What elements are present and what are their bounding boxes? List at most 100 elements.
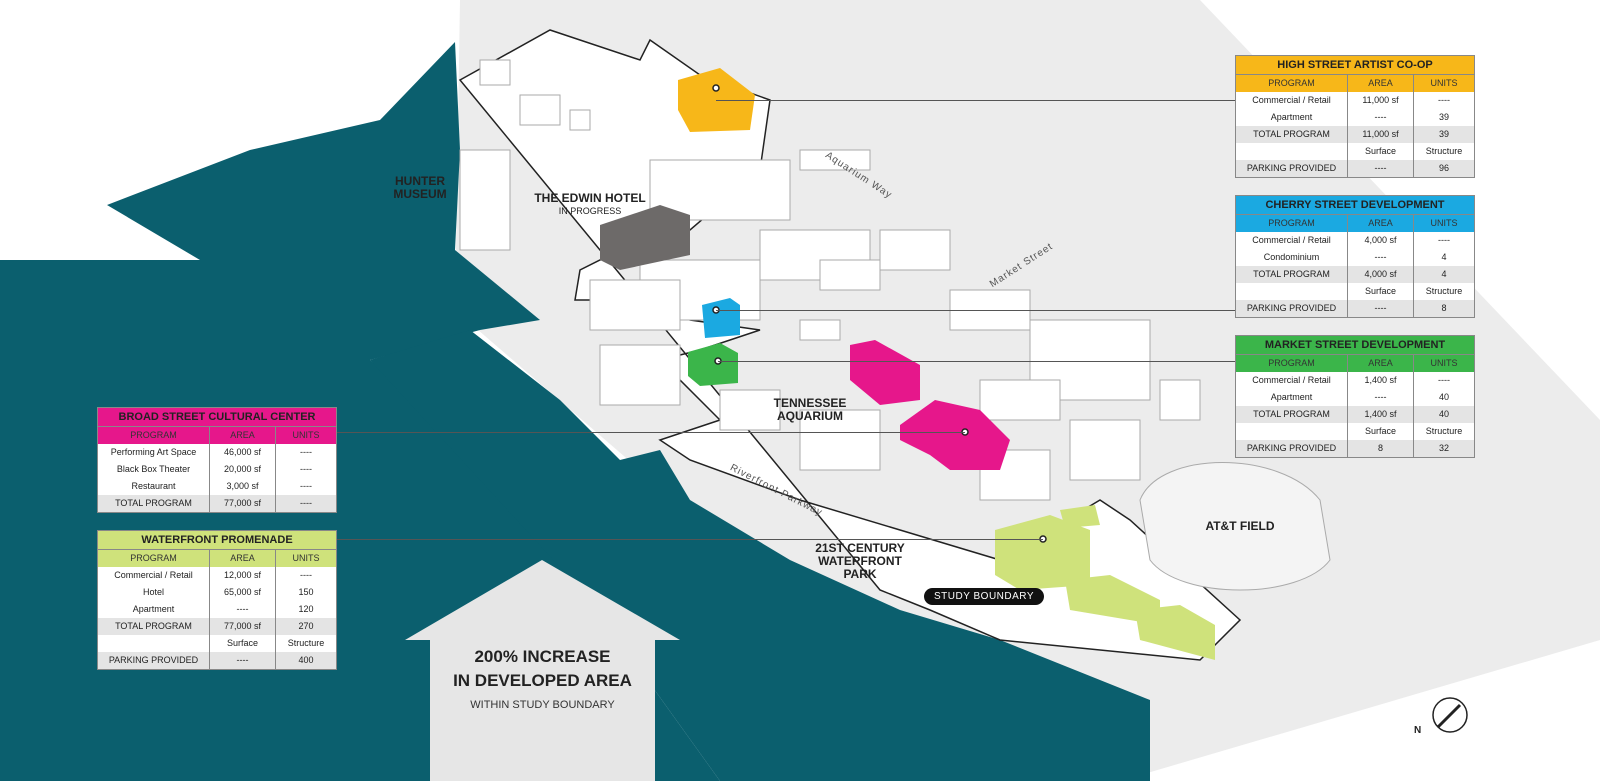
table-cell: 120 [298,604,314,614]
column-header: AREA [1348,355,1414,372]
att-field-label: AT&T FIELD [1205,519,1275,533]
column-header: AREA [1348,215,1414,232]
callout-line-broad [336,432,965,433]
table-cell: 40 [1438,409,1449,419]
table-cell: PARKING PROVIDED [1236,300,1348,317]
column-header: PROGRAM [1236,75,1348,92]
table-cell: Structure [1425,146,1463,156]
table-cell: ---- [210,601,276,618]
table-cell: ---- [300,498,312,508]
table-cell: 150 [298,587,314,597]
table-cell: Surface [1348,283,1414,300]
table-cell: 400 [298,655,314,665]
table-cell [1236,283,1348,300]
study-boundary-badge: STUDY BOUNDARY [924,588,1044,605]
table-cell: Commercial / Retail [1236,372,1348,389]
table-cell: Black Box Theater [98,461,210,478]
table-cell: Apartment [1236,389,1348,406]
table-cell: Surface [1348,423,1414,440]
table-cell [1236,143,1348,160]
table-cell: 40 [1438,392,1449,402]
table-cell: 12,000 sf [210,567,276,584]
broad-street-building-b [900,400,1010,470]
table-cell: 3,000 sf [210,478,276,495]
table-title: CHERRY STREET DEVELOPMENT [1236,196,1474,215]
column-header: PROGRAM [1236,215,1348,232]
table-cell: 1,400 sf [1348,372,1414,389]
broad-street-building-a [850,340,920,405]
headline-line2: IN DEVELOPED AREA [453,671,632,690]
table-cell: 270 [298,621,314,631]
table-title: BROAD STREET CULTURAL CENTER [98,408,336,427]
waterfront-building-a [995,515,1090,590]
table-cell: 4,000 sf [1348,266,1414,283]
column-header: UNITS [1430,218,1458,228]
table-cell: ---- [300,481,312,491]
cherry-street-building [702,298,740,338]
table-cell: Structure [287,638,325,648]
table-cell: ---- [1348,249,1414,266]
table-cell: 39 [1438,129,1449,139]
table-cell: ---- [1438,235,1450,245]
table-cell: Commercial / Retail [1236,232,1348,249]
column-header: PROGRAM [1236,355,1348,372]
table-cell: 4,000 sf [1348,232,1414,249]
att-field-stadium [1139,462,1331,591]
table-cell: Commercial / Retail [1236,92,1348,109]
table-cell: 4 [1441,252,1447,262]
table-cell: ---- [1348,109,1414,126]
river-south [370,330,1150,781]
edwin-hotel-building [600,205,690,270]
table-cell: 8 [1348,440,1414,457]
increase-arrow-shape [405,560,680,781]
aquarium-label: TENNESSEE AQUARIUM [773,396,847,423]
table-row: Apartment----39 [1236,109,1474,126]
callout-line-high-street [716,100,1235,101]
table-row: Condominium----4 [1236,249,1474,266]
table-row: PARKING PROVIDED----8 [1236,300,1474,317]
waterfront-building-c [1135,605,1215,660]
table-cell: ---- [1348,389,1414,406]
column-header: AREA [210,427,276,444]
table-cell: ---- [1348,300,1414,317]
table-cell: 32 [1438,443,1449,453]
column-header: AREA [1348,75,1414,92]
table-cell: ---- [1438,375,1450,385]
table-row: PARKING PROVIDED----96 [1236,160,1474,177]
table-cell: Restaurant [98,478,210,495]
market-street-building [688,343,738,386]
table-cell: ---- [300,570,312,580]
table-cell: Structure [1425,286,1463,296]
table-cell: Hotel [98,584,210,601]
waterfront-building-d [1060,505,1100,528]
table-row: PARKING PROVIDED----400 [98,652,336,669]
headline-line1: 200% INCREASE [474,647,611,666]
table-cell: ---- [300,464,312,474]
table-cell: 1,400 sf [1348,406,1414,423]
table-cell: 11,000 sf [1348,126,1414,143]
callout-line-waterfront [336,539,1043,540]
column-header: UNITS [1430,78,1458,88]
table-cell: TOTAL PROGRAM [1236,266,1348,283]
table-cell: PARKING PROVIDED [1236,160,1348,177]
table-cell: Surface [1348,143,1414,160]
table-title: MARKET STREET DEVELOPMENT [1236,336,1474,355]
table-row: Surface Structure [1236,283,1474,300]
table-cell: TOTAL PROGRAM [98,618,210,635]
table-cell: 46,000 sf [210,444,276,461]
table-cell: TOTAL PROGRAM [98,495,210,512]
